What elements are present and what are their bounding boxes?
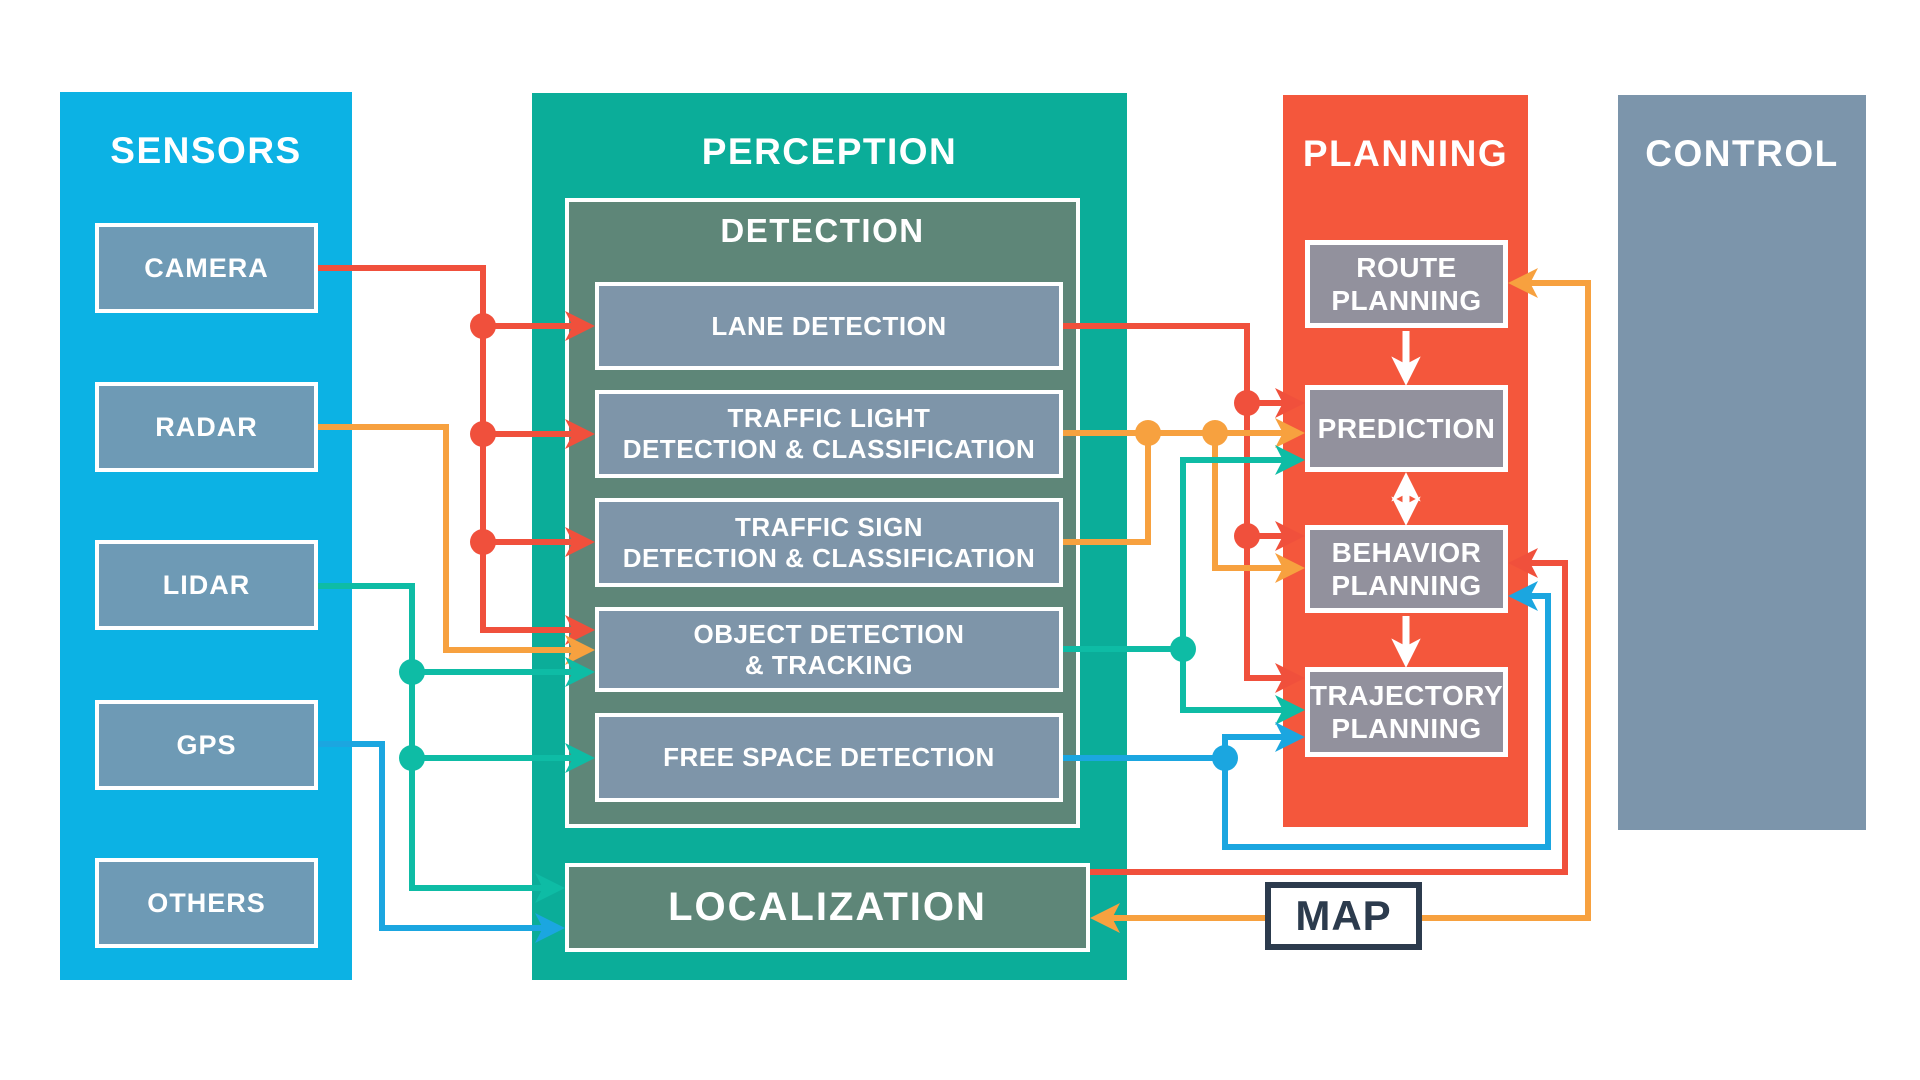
box-traffic-sign-detection: TRAFFIC SIGN DETECTION & CLASSIFICATION [595, 498, 1063, 587]
gps-to-localization [318, 741, 565, 943]
box-free-space-detection: FREE SPACE DETECTION [595, 713, 1063, 802]
detection-header: DETECTION [720, 212, 925, 249]
perception-header: PERCEPTION [701, 131, 958, 172]
camera-to-object-detection-junction-dot [470, 529, 496, 555]
lane-detection-to-trajectory-planning-junction-dot [1234, 390, 1260, 416]
traffic-light-to-prediction-junction-dot [1202, 420, 1228, 446]
planning-header: PLANNING [1302, 133, 1509, 174]
lidar-to-localization-junction-dot [399, 659, 425, 685]
localization-box: LOCALIZATION [565, 863, 1090, 952]
lidar-to-localization [318, 583, 565, 903]
sensor-box-lidar: LIDAR [95, 540, 318, 630]
box-traffic-light-detection: TRAFFIC LIGHT DETECTION & CLASSIFICATION [595, 390, 1063, 478]
box-object-detection-tracking: OBJECT DETECTION & TRACKING [595, 607, 1063, 692]
control-header: CONTROL [1645, 133, 1839, 174]
box-route-planning: ROUTE PLANNING [1305, 240, 1508, 328]
sensor-box-camera: CAMERA [95, 223, 318, 313]
camera-to-object-detection-junction-dot [470, 421, 496, 447]
lane-detection-to-trajectory-planning-junction-dot [1234, 523, 1260, 549]
box-trajectory-planning: TRAJECTORY PLANNING [1305, 667, 1508, 757]
box-lane-detection: LANE DETECTION [595, 282, 1063, 370]
camera-to-object-detection-junction-dot [470, 313, 496, 339]
box-prediction: PREDICTION [1305, 385, 1508, 472]
map-box: MAP [1265, 882, 1422, 950]
sensor-box-gps: GPS [95, 700, 318, 790]
traffic-light-to-prediction-junction-dot [1135, 420, 1161, 446]
sensors-header: SENSORS [110, 130, 302, 171]
sensor-box-others: OTHERS [95, 858, 318, 948]
sensor-box-radar: RADAR [95, 382, 318, 472]
control-column: CONTROL [1618, 95, 1866, 830]
box-behavior-planning: BEHAVIOR PLANNING [1305, 525, 1508, 613]
object-detection-to-trajectory-planning [1180, 649, 1305, 725]
object-detection-to-prediction-junction-dot [1170, 636, 1196, 662]
lidar-to-localization-junction-dot [399, 745, 425, 771]
free-space-to-trajectory-planning-junction-dot [1212, 745, 1238, 771]
